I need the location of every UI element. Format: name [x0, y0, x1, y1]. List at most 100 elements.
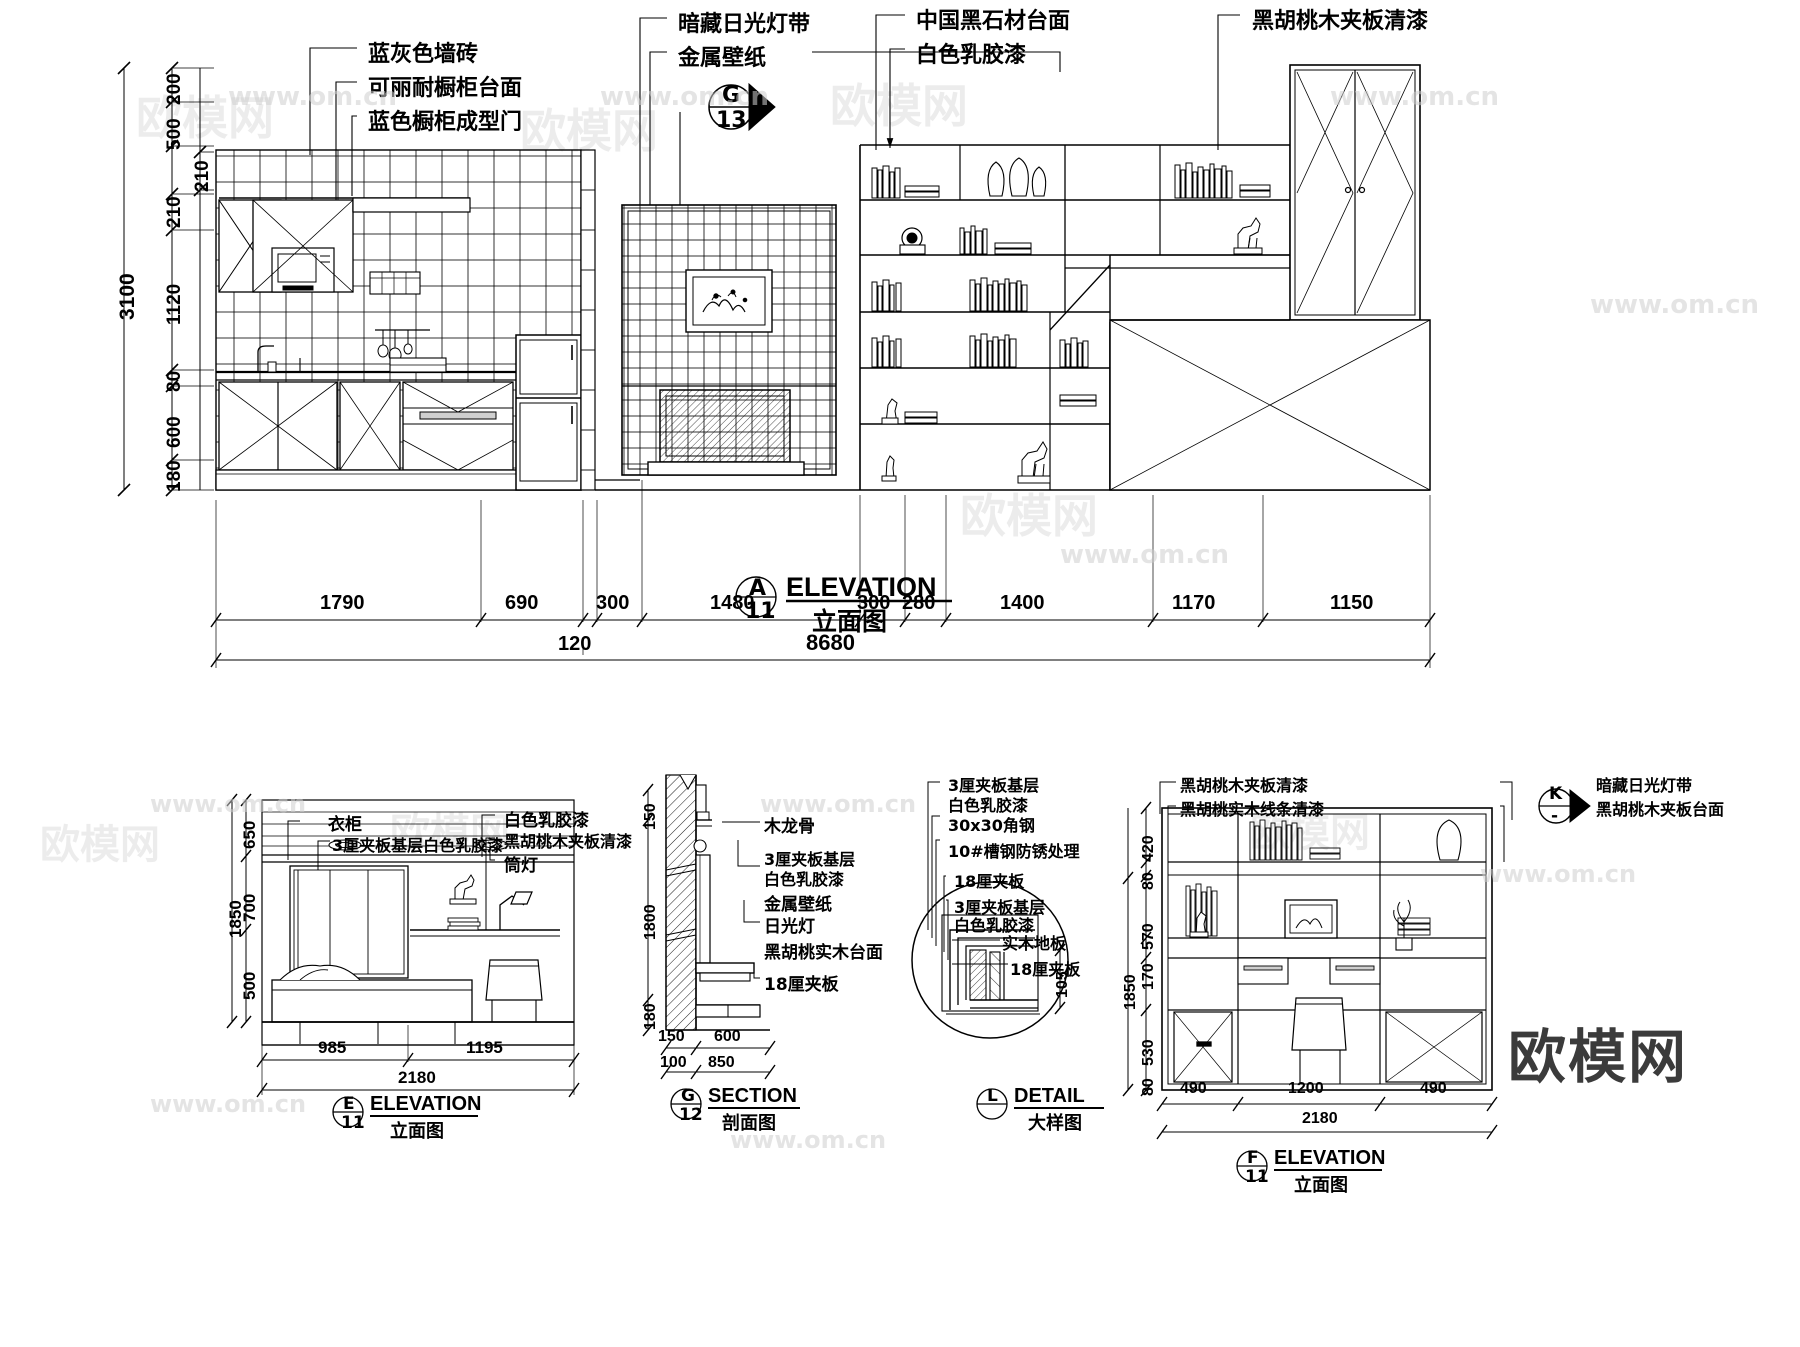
annotation-g-fluorescent-lamp: 日光灯: [764, 917, 815, 937]
hdim-1790: 1790: [320, 592, 365, 614]
hdim-280: 280: [902, 592, 936, 614]
f-vdim-570: 570: [1140, 923, 1157, 950]
e-title-cn: 立面图: [390, 1121, 444, 1142]
vdim-500: 500: [164, 118, 185, 150]
vdim-1120: 1120: [164, 283, 185, 325]
callout-number-13: 13: [716, 108, 747, 133]
e-title-en: ELEVATION: [370, 1093, 482, 1115]
e-hdim-1195: 1195: [466, 1038, 503, 1057]
annotation-f-black-walnut-plywood-top: 黑胡桃木夹板台面: [1596, 800, 1725, 819]
annotation-l-30x30-angle-steel: 30x30角钢: [948, 816, 1035, 835]
annotation-g-walnut-solid-top: 黑胡桃实木台面: [764, 943, 883, 963]
annotation-e-3mm-plywood-white-latex: 3厘夹板基层白色乳胶漆: [332, 836, 504, 855]
f-vdim-80-b: 80: [1140, 1078, 1157, 1096]
vdim-600: 600: [164, 416, 185, 448]
f-vdim-1850: 1850: [1122, 974, 1139, 1010]
annotation-corian-countertop: 可丽耐橱柜台面: [368, 76, 523, 101]
vdim-210-a: 210: [192, 160, 213, 192]
f-hdim-490-a: 490: [1180, 1080, 1207, 1097]
g-vdim-1800: 1800: [642, 904, 659, 940]
g-hdim-850: 850: [708, 1054, 735, 1071]
annotation-e-black-walnut-plywood-lacquer: 黑胡桃木夹板清漆: [504, 832, 633, 851]
e-vdim-500: 500: [240, 971, 259, 1000]
hdim-1170: 1170: [1172, 592, 1216, 614]
annotation-l-18mm-plywood: 18厘夹板: [954, 872, 1025, 891]
g-hdim-150: 150: [658, 1028, 685, 1045]
annotation-l-3mm-plywood-base: 3厘夹板基层: [948, 776, 1040, 795]
annotation-l-18mm-plywood-2: 18厘夹板: [1010, 960, 1081, 979]
f-view-sheet: 11: [1245, 1167, 1269, 1187]
annotation-g-white-latex-paint: 白色乳胶漆: [764, 870, 845, 889]
vdim-200: 200: [164, 73, 185, 105]
g-hdim-600: 600: [714, 1028, 741, 1045]
annotation-white-latex-paint: 白色乳胶漆: [916, 43, 1027, 68]
annotation-f-black-walnut-solid-trim-lacquer: 黑胡桃实木线条清漆: [1180, 800, 1325, 819]
annotation-e-white-latex-paint: 白色乳胶漆: [504, 811, 589, 831]
g-view-key: G: [681, 1086, 695, 1106]
g-title-cn: 剖面图: [722, 1113, 776, 1134]
hdim-300-a: 300: [596, 592, 630, 614]
view-key-a: A: [749, 576, 767, 601]
f-hdim-1200: 1200: [1288, 1080, 1324, 1097]
g-vdim-180: 180: [642, 1003, 659, 1030]
view-sheet-11: 11: [745, 599, 776, 624]
hdim-overall-8680: 8680: [806, 630, 855, 655]
annotation-l-solid-wood-floor: 实木地板: [1002, 934, 1067, 953]
hdim-1150: 1150: [1330, 592, 1374, 614]
f-callout-letter-k: K: [1549, 784, 1563, 804]
vdim-80: 80: [164, 370, 185, 392]
hdim-690: 690: [505, 592, 539, 614]
annotation-l-white-latex-paint: 白色乳胶漆: [948, 796, 1029, 815]
g-hdim-100: 100: [660, 1054, 687, 1071]
f-view-key: F: [1247, 1148, 1259, 1168]
annotation-concealed-fluorescent-strip: 暗藏日光灯带: [678, 12, 811, 37]
annotation-e-wardrobe: 衣柜: [328, 815, 362, 835]
annotation-g-wood-keel: 木龙骨: [764, 817, 815, 837]
hdim-120: 120: [558, 633, 592, 655]
l-dim-105: 105: [1054, 971, 1071, 998]
vdim-180: 180: [164, 460, 185, 492]
annotation-g-metallic-wallpaper-2: 金属壁纸: [764, 895, 832, 915]
hdim-300-b: 300: [857, 592, 891, 614]
annotation-l-3mm-plywood-base-2: 3厘夹板基层: [954, 898, 1046, 917]
f-vdim-530: 530: [1140, 1039, 1157, 1066]
e-hdim-985: 985: [318, 1038, 347, 1057]
f-callout-number: -: [1551, 806, 1559, 826]
f-vdim-170: 170: [1140, 963, 1157, 990]
annotation-f-black-walnut-plywood-lacquer: 黑胡桃木夹板清漆: [1180, 776, 1309, 795]
f-hdim-490-b: 490: [1420, 1080, 1447, 1097]
annotation-l-10-channel-steel-rustproof: 10#槽钢防锈处理: [948, 842, 1080, 861]
g-title-en: SECTION: [708, 1085, 797, 1107]
annotation-f-concealed-fluorescent-strip: 暗藏日光灯带: [1596, 776, 1693, 795]
e-hdim-2180: 2180: [398, 1068, 436, 1087]
annotation-e-downlight: 筒灯: [504, 856, 538, 876]
annotation-china-black-stone-top: 中国黑石材台面: [916, 9, 1071, 34]
hdim-1400: 1400: [1000, 592, 1045, 614]
annotation-black-walnut-plywood-lacquer: 黑胡桃木夹板清漆: [1252, 9, 1429, 34]
watermark-logo-large: 欧模网: [1508, 1023, 1689, 1091]
annotation-metallic-wallpaper: 金属壁纸: [678, 46, 767, 71]
view-title-cn: 立面图: [812, 607, 888, 636]
annotation-g-18mm-plywood: 18厘夹板: [764, 975, 839, 995]
vdim-210-b: 210: [164, 196, 185, 228]
e-vdim-700: 700: [240, 893, 259, 922]
f-vdim-420: 420: [1140, 835, 1157, 862]
vdim-overall-3100: 3100: [116, 273, 139, 320]
g-view-sheet: 12: [679, 1105, 703, 1125]
f-title-en: ELEVATION: [1274, 1147, 1386, 1169]
e-vdim-650: 650: [240, 820, 259, 849]
annotation-blue-grey-wall-tile: 蓝灰色墙砖: [368, 42, 479, 67]
e-view-key: E: [343, 1094, 355, 1114]
f-title-cn: 立面图: [1294, 1175, 1348, 1196]
f-vdim-80-a: 80: [1140, 872, 1157, 890]
annotation-g-3mm-plywood-base: 3厘夹板基层: [764, 850, 856, 869]
f-hdim-2180: 2180: [1302, 1110, 1338, 1127]
l-title-cn: 大样图: [1028, 1113, 1082, 1134]
callout-letter-g: G: [722, 83, 741, 108]
annotation-blue-cabinet-door: 蓝色橱柜成型门: [368, 110, 523, 135]
hdim-1480: 1480: [710, 592, 755, 614]
annotation-l-white-latex-paint-2: 白色乳胶漆: [954, 916, 1035, 935]
g-vdim-150: 150: [642, 803, 659, 830]
l-title-en: DETAIL: [1014, 1085, 1085, 1107]
